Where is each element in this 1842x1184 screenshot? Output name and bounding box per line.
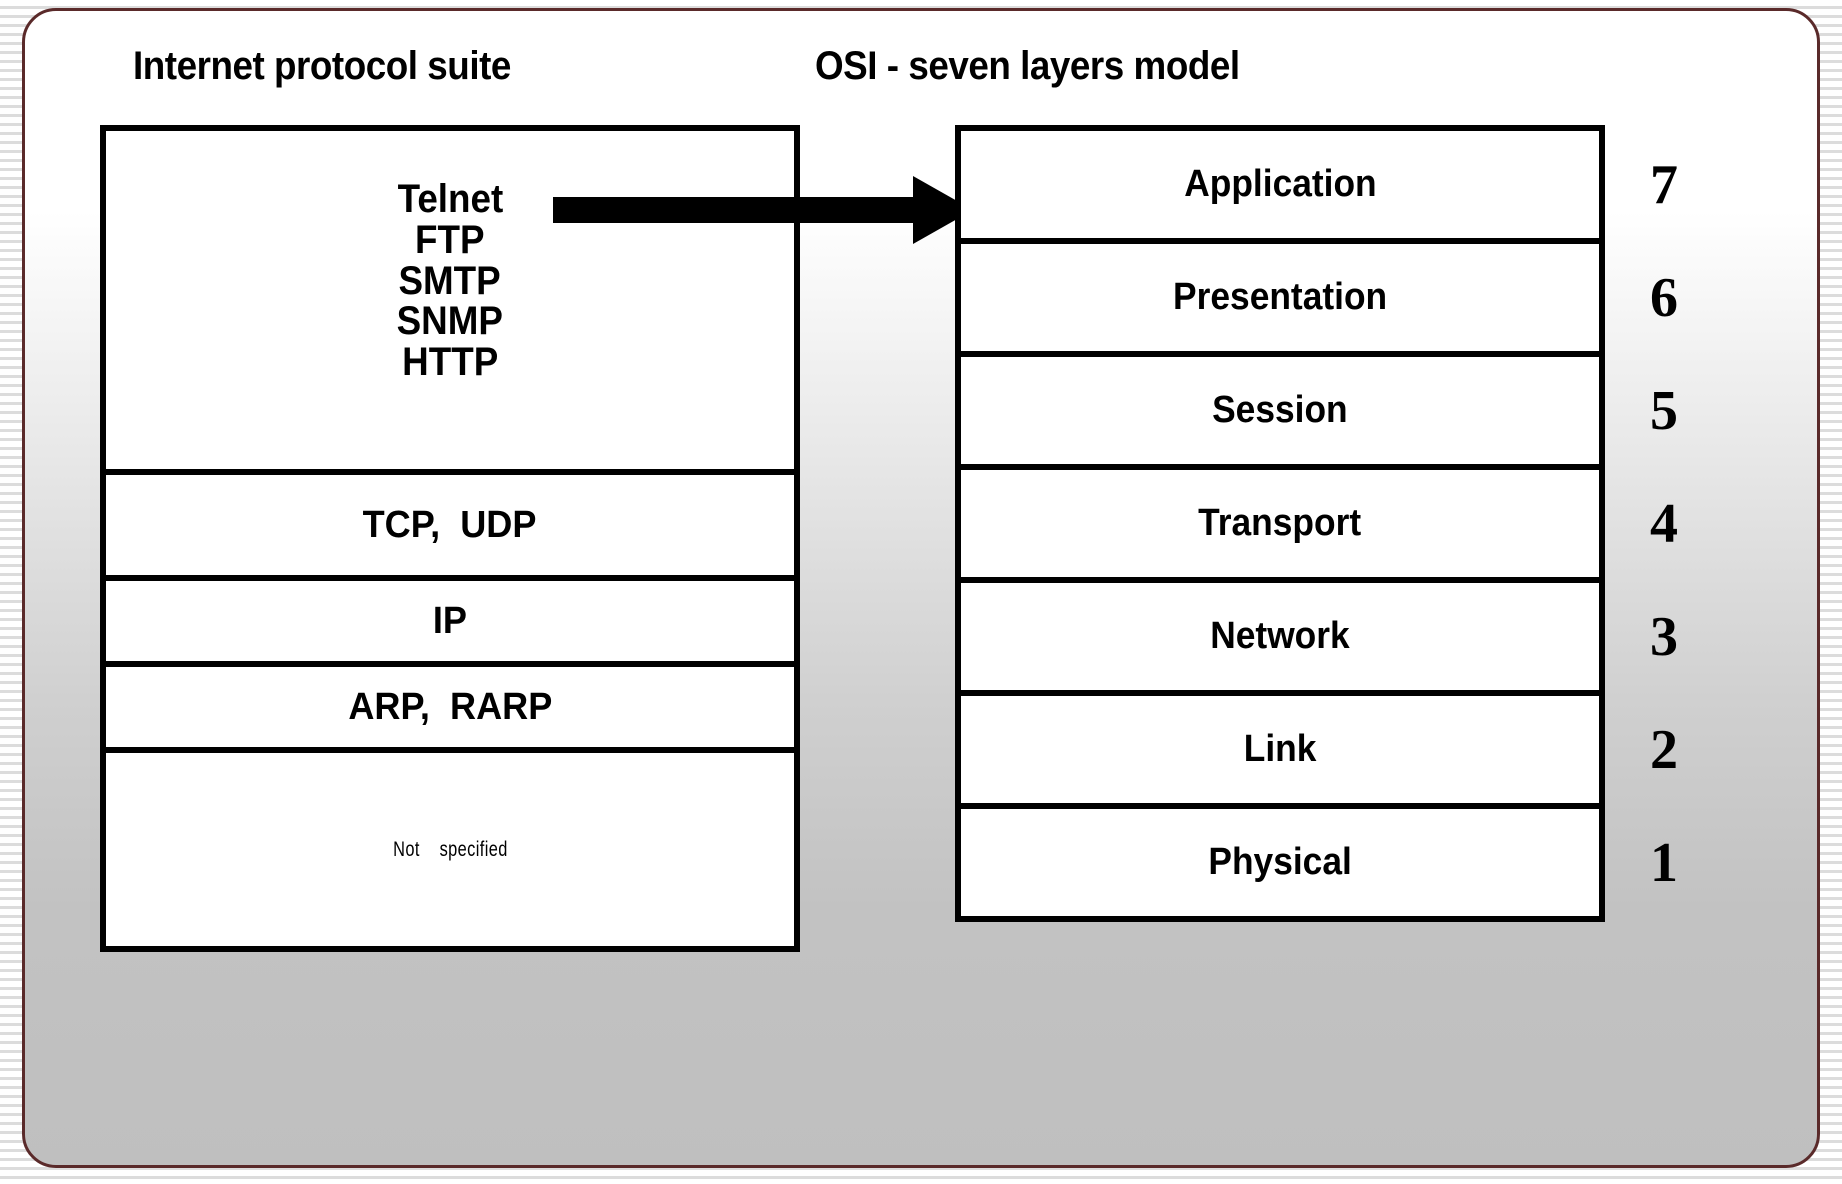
osi-layer-label: Session bbox=[1212, 389, 1348, 431]
left-column-title: Internet protocol suite bbox=[133, 44, 511, 88]
osi-layer-label: Transport bbox=[1198, 502, 1362, 544]
osi-layer-transport[interactable]: Transport bbox=[955, 464, 1605, 583]
internet-protocol-suite-stack: Telnet FTP SMTP SNMP HTTP TCP, UDP IP AR… bbox=[100, 125, 800, 952]
osi-layer-label: Physical bbox=[1208, 841, 1352, 883]
application-protocol-list: Telnet FTP SMTP SNMP HTTP bbox=[392, 131, 508, 383]
tcpip-application-box[interactable]: Telnet FTP SMTP SNMP HTTP bbox=[100, 125, 800, 475]
osi-layer-label: Link bbox=[1243, 728, 1317, 770]
osi-layer-label: Application bbox=[1183, 163, 1377, 205]
osi-layer-presentation[interactable]: Presentation bbox=[955, 238, 1605, 357]
osi-layer-number: 2 bbox=[1650, 718, 1678, 781]
protocol-snmp: SNMP bbox=[396, 299, 504, 344]
osi-layer-network[interactable]: Network bbox=[955, 577, 1605, 696]
osi-layer-application[interactable]: Application bbox=[955, 125, 1605, 244]
osi-layer-number: 3 bbox=[1650, 605, 1678, 668]
osi-layer-number: 7 bbox=[1650, 153, 1678, 216]
osi-layer-session[interactable]: Session bbox=[955, 351, 1605, 470]
tcpip-transport-label: TCP, UDP bbox=[363, 503, 537, 546]
tcpip-not-specified-box[interactable]: Not specified bbox=[100, 747, 800, 952]
osi-layer-label: Network bbox=[1210, 615, 1350, 657]
osi-layer-number-column: 7 6 5 4 3 2 1 bbox=[1650, 125, 1770, 922]
protocol-smtp: SMTP bbox=[398, 258, 502, 303]
tcpip-internet-box[interactable]: IP bbox=[100, 575, 800, 667]
tcpip-internet-label: IP bbox=[432, 599, 468, 642]
osi-layer-number: 5 bbox=[1650, 379, 1678, 442]
protocol-ftp: FTP bbox=[415, 217, 485, 262]
osi-layer-number: 1 bbox=[1650, 831, 1678, 894]
tcpip-not-specified-label: Not specified bbox=[392, 837, 508, 861]
slide-canvas: Internet protocol suite OSI - seven laye… bbox=[22, 8, 1820, 1168]
osi-layer-number: 6 bbox=[1650, 266, 1678, 329]
protocol-http: HTTP bbox=[401, 340, 499, 385]
osi-layer-number: 4 bbox=[1650, 492, 1678, 555]
right-column-title: OSI - seven layers model bbox=[815, 44, 1240, 88]
tcpip-transport-box[interactable]: TCP, UDP bbox=[100, 469, 800, 581]
osi-layer-label: Presentation bbox=[1172, 276, 1388, 318]
osi-layer-link[interactable]: Link bbox=[955, 690, 1605, 809]
tcpip-arp-box[interactable]: ARP, RARP bbox=[100, 661, 800, 753]
protocol-telnet: Telnet bbox=[397, 177, 503, 221]
osi-layer-physical[interactable]: Physical bbox=[955, 803, 1605, 922]
osi-layers-stack: Application Presentation Session Transpo… bbox=[955, 125, 1605, 922]
tcpip-arp-label: ARP, RARP bbox=[348, 685, 552, 728]
